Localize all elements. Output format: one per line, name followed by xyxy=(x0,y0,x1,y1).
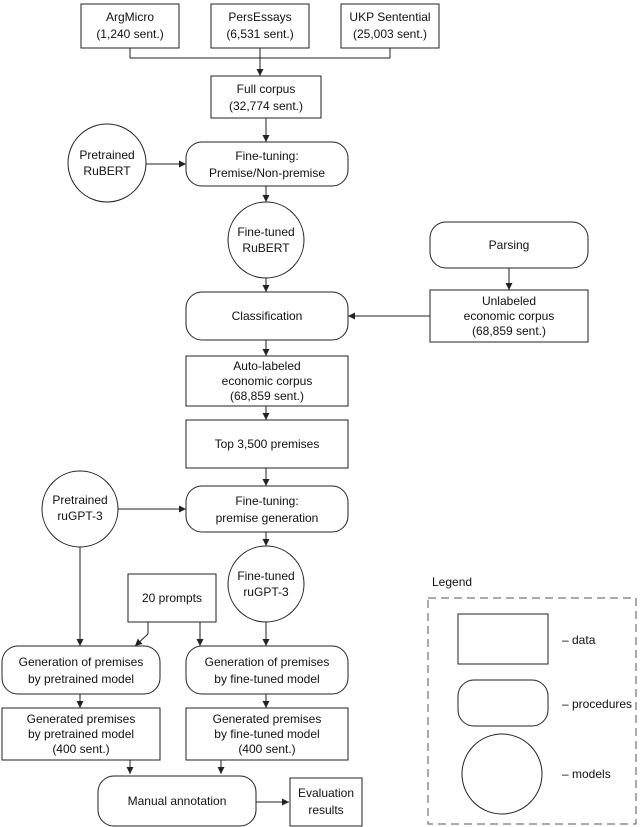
legend-title: Legend xyxy=(432,575,472,589)
data-node-unlabeled-corpus: Unlabeled economic corpus (68,859 sent.) xyxy=(429,289,589,343)
node-label: ruGPT-3 xyxy=(243,585,289,599)
procedure-node-finetune-premise: Fine-tuning: Premise/Non-premise xyxy=(185,141,349,187)
node-label: UKP Sentential xyxy=(349,10,430,24)
data-node-autolabeled-corpus: Auto-labeled economic corpus (68,859 sen… xyxy=(185,355,349,407)
data-node-prompts: 20 prompts xyxy=(127,573,217,623)
procedure-node-generation-pretrained: Generation of premises by pretrained mod… xyxy=(1,645,161,695)
data-node-argmicro: ArgMicro (1,240 sent.) xyxy=(80,3,180,49)
procedure-node-parsing: Parsing xyxy=(429,221,589,269)
procedure-node-manual-annotation: Manual annotation xyxy=(97,775,257,827)
node-label: RuBERT xyxy=(242,241,290,255)
procedure-node-finetune-generation: Fine-tuning: premise generation xyxy=(185,485,349,533)
node-label: Premise/Non-premise xyxy=(209,166,325,180)
node-label: Generation of premises xyxy=(19,655,144,669)
legend-data-label: – data xyxy=(562,633,596,647)
node-label: Fine-tuning: xyxy=(235,494,298,508)
node-label: RuBERT xyxy=(83,164,131,178)
node-label: (68,859 sent.) xyxy=(472,324,546,338)
legend-data-swatch xyxy=(457,613,549,665)
node-label: (6,531 sent.) xyxy=(226,27,293,41)
legend-frame xyxy=(427,597,637,825)
procedure-node-generation-finetuned: Generation of premises by fine-tuned mod… xyxy=(185,645,349,695)
legend-procedures-swatch xyxy=(457,679,549,727)
model-node-finetuned-rugpt3: Fine-tuned ruGPT-3 xyxy=(227,545,305,623)
legend-models-label: – models xyxy=(562,767,611,781)
data-node-full-corpus: Full corpus (32,774 sent.) xyxy=(210,75,322,119)
legend-models-swatch xyxy=(461,733,543,815)
node-label: Evaluation xyxy=(298,786,354,800)
node-label: Full corpus xyxy=(237,82,296,96)
node-label: Pretrained xyxy=(79,148,134,162)
node-label: Parsing xyxy=(489,238,530,252)
node-label: Fine-tuned xyxy=(237,569,294,583)
node-label: Top 3,500 premises xyxy=(215,437,320,451)
node-label: economic corpus xyxy=(222,374,313,388)
nodes: ArgMicro (1,240 sent.) PersEssays (6,531… xyxy=(1,3,589,827)
procedure-node-classification: Classification xyxy=(185,291,349,341)
model-node-pretrained-rugpt3: Pretrained ruGPT-3 xyxy=(41,470,119,548)
node-label: Generation of premises xyxy=(205,655,330,669)
data-node-top-premises: Top 3,500 premises xyxy=(185,419,349,469)
node-label: (25,003 sent.) xyxy=(353,27,427,41)
node-label: results xyxy=(308,803,343,817)
node-label: Unlabeled xyxy=(482,294,536,308)
node-label: by pretrained model xyxy=(28,672,134,686)
data-node-persessays: PersEssays (6,531 sent.) xyxy=(210,3,310,49)
node-label: Generated premises xyxy=(27,712,136,726)
node-label: (32,774 sent.) xyxy=(229,99,303,113)
data-node-output-pretrained: Generated premises by pretrained model (… xyxy=(1,707,161,761)
node-label: (400 sent.) xyxy=(52,742,109,756)
node-label: Fine-tuned xyxy=(237,225,294,239)
node-label: 20 prompts xyxy=(142,591,202,605)
model-node-pretrained-rubert: Pretrained RuBERT xyxy=(67,123,147,203)
edge-prompts-to-genpretrained xyxy=(134,633,149,647)
node-label: (68,859 sent.) xyxy=(230,389,304,403)
node-label: Pretrained xyxy=(52,493,107,507)
node-label: Manual annotation xyxy=(128,794,227,808)
data-node-ukp-sentential: UKP Sentential (25,003 sent.) xyxy=(340,3,440,49)
node-label: by pretrained model xyxy=(28,727,134,741)
node-label: Auto-labeled xyxy=(233,359,300,373)
node-label: Classification xyxy=(232,309,303,323)
node-label: Generated premises xyxy=(213,712,322,726)
node-label: Fine-tuning: xyxy=(235,149,298,163)
legend: Legend – data – procedures – models xyxy=(427,575,637,825)
model-node-finetuned-rubert: Fine-tuned RuBERT xyxy=(227,201,305,279)
node-label: by fine-tuned model xyxy=(214,672,319,686)
node-label: by fine-tuned model xyxy=(214,727,319,741)
data-node-evaluation-results: Evaluation results xyxy=(289,777,363,827)
node-label: (1,240 sent.) xyxy=(96,27,163,41)
node-label: ArgMicro xyxy=(106,10,154,24)
node-label: (400 sent.) xyxy=(238,742,295,756)
node-label: economic corpus xyxy=(464,309,555,323)
node-label: ruGPT-3 xyxy=(57,509,103,523)
data-node-output-finetuned: Generated premises by fine-tuned model (… xyxy=(185,707,349,761)
node-label: premise generation xyxy=(216,511,319,525)
edges xyxy=(76,48,513,806)
legend-procedures-label: – procedures xyxy=(562,697,632,711)
node-label: PersEssays xyxy=(228,10,291,24)
